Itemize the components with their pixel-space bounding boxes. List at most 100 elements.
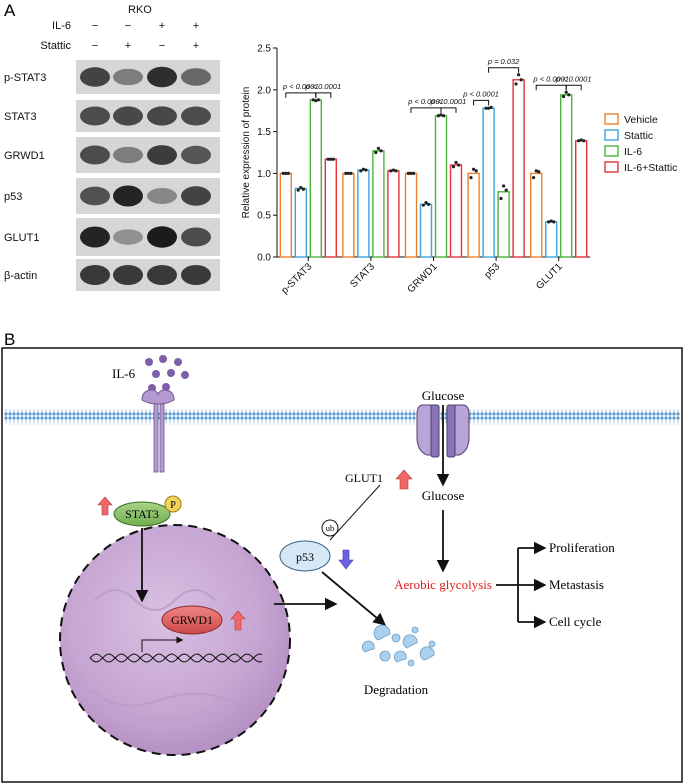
treatment-rows: IL-6−−++Stattic−+−+	[40, 20, 199, 52]
grwd1-node: GRWD1	[161, 605, 223, 635]
y-tick-label: 2.5	[257, 44, 271, 55]
il6-label: IL-6	[112, 366, 136, 381]
bar	[467, 172, 480, 258]
data-point	[442, 114, 446, 118]
y-tick-label: 1.5	[257, 127, 271, 138]
x-tick-label: GRWD1	[406, 261, 440, 295]
treatment-sign: +	[159, 20, 165, 32]
blot-band	[113, 106, 143, 126]
data-point	[349, 171, 353, 175]
legend-swatch	[604, 145, 619, 157]
data-point	[311, 98, 315, 102]
svg-text:p53: p53	[296, 550, 314, 564]
bar	[279, 172, 292, 258]
dna-strand	[89, 653, 263, 663]
data-point	[502, 184, 506, 188]
protein-label: GRWD1	[4, 150, 45, 162]
data-point	[469, 175, 473, 180]
aerobic-glycolysis-label: Aerobic glycolysis	[394, 577, 492, 592]
data-point	[391, 168, 395, 172]
data-point	[484, 106, 488, 110]
significance-bracket	[488, 67, 520, 73]
treatment-sign: +	[193, 40, 199, 52]
data-point	[281, 171, 285, 175]
bar	[545, 221, 558, 258]
y-tick-label: 2.0	[257, 85, 271, 96]
panel-b-label: B	[4, 330, 15, 349]
blot-band	[147, 66, 177, 88]
data-point	[361, 167, 365, 171]
glut1-up-arrow-icon	[395, 469, 413, 490]
bar	[387, 170, 400, 258]
data-point	[299, 186, 303, 190]
treatment-label: Stattic	[40, 40, 71, 52]
blot-band	[80, 106, 110, 126]
bar	[482, 107, 495, 258]
cell-membrane	[4, 409, 680, 425]
outcome-proliferation: Proliferation	[549, 540, 615, 555]
data-point	[499, 196, 503, 201]
bar	[434, 115, 448, 258]
transcription-arrow	[141, 636, 184, 652]
legend-label: Vehicle	[624, 114, 658, 126]
data-point	[286, 171, 290, 175]
treatment-sign: −	[125, 20, 131, 32]
bar	[530, 172, 543, 258]
treatment-sign: −	[92, 20, 98, 32]
data-point	[519, 78, 523, 82]
bar	[404, 172, 418, 258]
blot-band	[113, 229, 143, 245]
grwd1-up-arrow-icon	[230, 610, 246, 631]
data-point	[359, 169, 363, 173]
data-point	[577, 139, 581, 143]
blot-band	[147, 226, 177, 248]
data-point	[389, 169, 393, 173]
cell-line-label: RKO	[128, 4, 152, 16]
treatment-sign: −	[159, 40, 165, 52]
stat3-node: STAT3	[113, 501, 171, 527]
il6-receptor-icon	[141, 389, 175, 473]
treatment-sign: +	[193, 20, 199, 32]
bar	[372, 150, 385, 258]
protein-label: β-actin	[4, 270, 37, 282]
legend-label: IL-6	[624, 146, 642, 158]
data-point	[454, 160, 458, 165]
glucose-outside-label: Glucose	[422, 388, 465, 403]
blot-band	[181, 68, 211, 86]
treatment-sign: −	[92, 40, 98, 52]
significance-label: p < 0.0001	[462, 89, 499, 98]
blot-band	[113, 146, 143, 164]
blot-band	[113, 265, 143, 285]
significance-label: p = 0.032	[487, 57, 520, 66]
blot-band	[181, 145, 211, 165]
significance-label: p < 0.0001	[407, 97, 444, 106]
significance-bracket	[565, 84, 582, 91]
treatment-sign: +	[125, 40, 131, 52]
p53-down-arrow-icon	[338, 549, 354, 570]
data-point	[567, 93, 571, 97]
significance-label: p < 0.0001	[282, 82, 319, 91]
data-point	[409, 171, 413, 175]
legend-swatch	[604, 113, 619, 125]
diagram-frame	[1, 347, 683, 783]
significance-label: p < 0.0001	[532, 74, 569, 83]
x-tick-label: p53	[483, 261, 503, 281]
x-tick-label: GLUT1	[534, 261, 565, 292]
significance-bracket	[440, 107, 457, 113]
blot-band	[181, 227, 211, 247]
svg-text:ub: ub	[326, 523, 335, 533]
blot-band	[80, 186, 110, 206]
glut1-label: GLUT1	[345, 471, 383, 485]
data-point	[331, 157, 335, 161]
data-point	[284, 171, 288, 175]
blot-band	[147, 145, 177, 165]
ubiquitin-badge: ub	[321, 519, 339, 537]
y-tick-label: 1.0	[257, 169, 271, 180]
significance-label: p < 0.0001	[430, 97, 467, 106]
protein-label: GLUT1	[4, 232, 39, 244]
bar	[497, 191, 510, 258]
significance-bracket	[315, 92, 332, 98]
legend-swatch	[604, 129, 619, 141]
